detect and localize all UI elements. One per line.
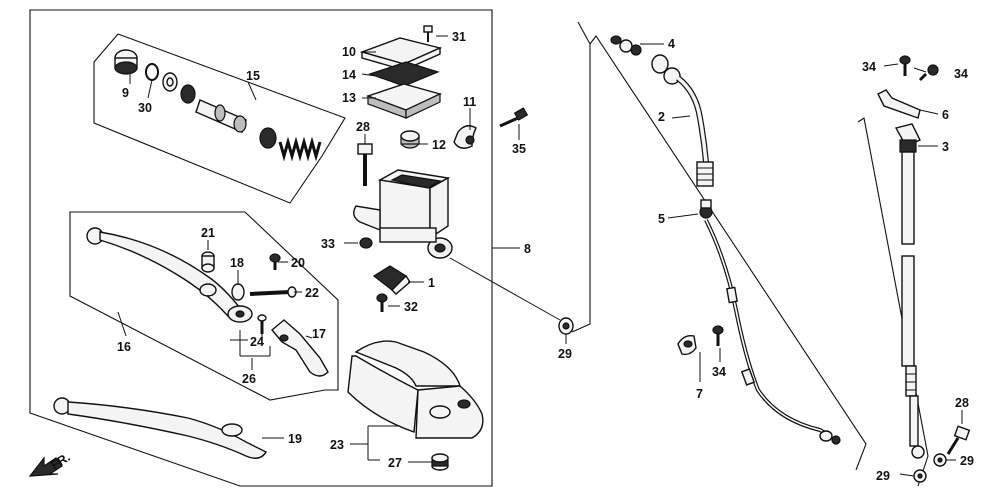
master-cylinder [353, 169, 453, 259]
screw-20 [269, 253, 281, 270]
callout-35: 35 [512, 142, 526, 156]
callout-34-right: 34 [954, 67, 968, 81]
brake-lever-16 [86, 227, 253, 323]
brake-pipe [704, 219, 841, 445]
clamp-bolt-34 [712, 325, 724, 346]
callout-29-right: 29 [960, 454, 974, 468]
banjo-bolt-4 [610, 35, 642, 56]
callout-12: 12 [432, 138, 446, 152]
sealing-washer-right [933, 453, 947, 467]
diaphragm-plate [368, 61, 440, 87]
callout-20: 20 [291, 256, 305, 270]
callout-2: 2 [658, 110, 665, 124]
callout-22: 22 [305, 286, 319, 300]
brake-lever-19 [53, 397, 267, 459]
callout-17: 17 [312, 327, 326, 341]
callout-labels: 31 10 14 13 11 12 35 28 33 8 1 32 29 9 3… [117, 30, 974, 483]
lever-kit-frame [69, 211, 339, 401]
callout-26: 26 [242, 372, 256, 386]
diaphragm [365, 83, 443, 119]
brake-hose-3 [894, 123, 925, 459]
front-direction-arrow: FR. [28, 450, 73, 477]
seal [180, 84, 196, 104]
float-plate [400, 130, 420, 149]
mounting-bolt-28 [357, 143, 373, 186]
callout-1: 1 [428, 276, 435, 290]
cap-27 [431, 453, 449, 471]
callout-8: 8 [524, 242, 531, 256]
bolt-33 [359, 237, 373, 249]
callout-33: 33 [321, 237, 335, 251]
callout-23: 23 [330, 438, 344, 452]
callout-34-left: 34 [862, 60, 876, 74]
assembly-frame [29, 9, 493, 487]
washer [162, 72, 178, 92]
pin-24 [257, 314, 267, 334]
pipe-clamp-7 [677, 334, 697, 356]
brake-switch [372, 265, 411, 295]
pivot-bolt-22 [249, 286, 297, 298]
callout-29-left: 29 [558, 347, 572, 361]
callout-29-bottom: 29 [876, 469, 890, 483]
callout-6: 6 [942, 108, 949, 122]
callout-15: 15 [246, 69, 260, 83]
sealing-washer-bottom [913, 469, 927, 483]
screw-32 [376, 293, 388, 312]
callout-5: 5 [658, 212, 665, 226]
callout-14: 14 [342, 68, 356, 82]
leader-cylinder-washer [449, 257, 561, 321]
callout-28-right: 28 [955, 396, 969, 410]
circlip [145, 63, 159, 81]
lever-protector [347, 340, 484, 439]
callout-24: 24 [250, 335, 264, 349]
callout-21: 21 [201, 226, 215, 240]
callout-3: 3 [942, 140, 949, 154]
callout-32: 32 [404, 300, 418, 314]
callout-19: 19 [288, 432, 302, 446]
arrow-icon [28, 456, 63, 477]
cap-screw-31 [423, 25, 433, 42]
callout-18: 18 [230, 256, 244, 270]
leader-lines [117, 35, 963, 477]
brake-hose-2 [651, 54, 714, 187]
stay-bolt-34b [918, 64, 939, 82]
callout-13: 13 [342, 91, 356, 105]
callout-11: 11 [463, 95, 476, 109]
callout-4: 4 [668, 37, 675, 51]
boot [114, 49, 138, 75]
pivot-collar-21 [201, 251, 215, 273]
callout-9: 9 [122, 86, 129, 100]
sealing-washer [558, 317, 574, 335]
callout-16: 16 [117, 340, 131, 354]
banjo-bolt-28 [946, 425, 971, 455]
hose-frame-diag [589, 35, 867, 471]
piston-kit-frame [93, 33, 346, 204]
holder-bolt [499, 107, 529, 128]
adjuster-17 [271, 319, 329, 377]
callout-7: 7 [696, 387, 703, 401]
callout-28: 28 [356, 120, 370, 134]
hose-frame-left [571, 21, 591, 333]
hose-joint-5 [699, 199, 713, 219]
spring [278, 136, 322, 162]
callout-27: 27 [388, 456, 402, 470]
cup [259, 127, 277, 149]
stay-bolt-34a [899, 55, 911, 76]
lever-holder [453, 125, 477, 149]
callout-10: 10 [342, 45, 356, 59]
callout-34-middle: 34 [712, 365, 726, 379]
callout-30: 30 [138, 101, 152, 115]
hose-stay-6 [877, 89, 921, 119]
washer-18 [231, 283, 245, 301]
callout-31: 31 [452, 30, 466, 44]
piston [195, 99, 247, 133]
